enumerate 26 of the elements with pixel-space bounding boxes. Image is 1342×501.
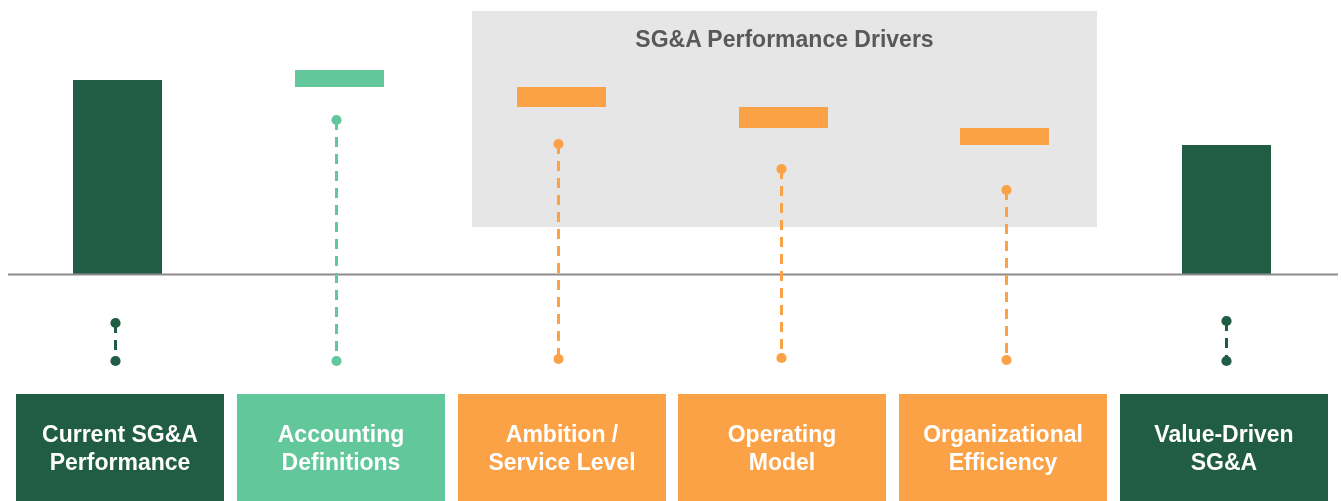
label-box (237, 394, 445, 501)
box-label: Accounting Definitions (276, 419, 406, 476)
box-label: Ambition / Service Level (487, 419, 637, 476)
value-bar (295, 70, 384, 87)
dashed-connector (1221, 315, 1232, 367)
panel-heading: SG&A Performance Drivers (635, 25, 934, 54)
dashed-connector (110, 317, 121, 367)
value-bar (73, 80, 162, 274)
value-bar (739, 107, 828, 128)
label-box (1120, 394, 1328, 501)
dashed-connector (331, 114, 342, 367)
box-label: Current SG&A Performance (41, 419, 199, 476)
dashed-connector (1001, 184, 1012, 366)
value-bar (517, 87, 606, 107)
box-label: Value-Driven SG&A (1153, 419, 1295, 476)
value-bar (960, 128, 1049, 145)
drivers-panel (472, 11, 1097, 227)
value-bar (1182, 145, 1271, 274)
label-box (678, 394, 886, 501)
label-box (899, 394, 1107, 501)
dashed-connector (776, 163, 787, 364)
label-box (458, 394, 666, 501)
label-box (16, 394, 224, 501)
dashed-connector (553, 138, 564, 365)
box-label: Organizational Efficiency (922, 419, 1084, 476)
box-label: Operating Model (726, 419, 838, 476)
